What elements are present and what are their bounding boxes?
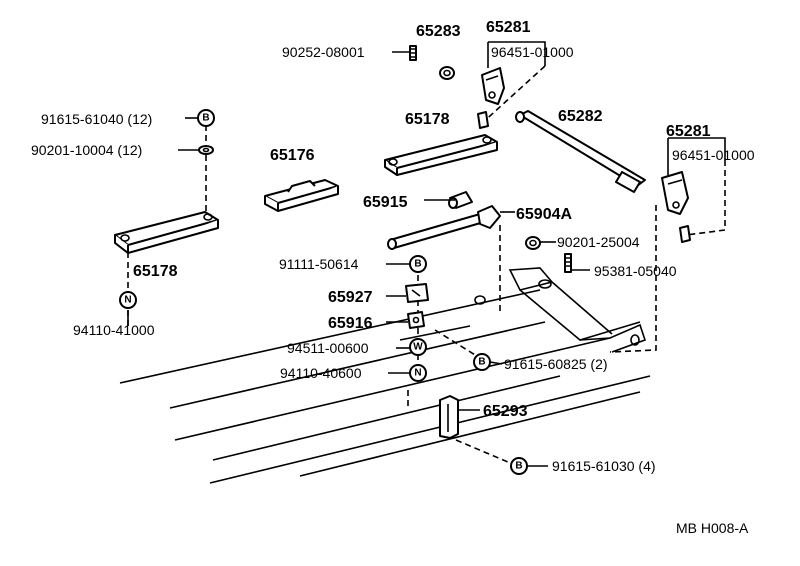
label-90252-08001: 90252-08001 bbox=[282, 44, 365, 60]
label-65904a: 65904A bbox=[516, 206, 572, 223]
label-65915: 65915 bbox=[363, 194, 408, 211]
label-91615-61030: 91615-61030 (4) bbox=[552, 458, 656, 474]
label-90201-10004: 90201-10004 (12) bbox=[31, 142, 142, 158]
label-65281-right: 65281 bbox=[666, 123, 711, 140]
washer-90201-10004 bbox=[198, 145, 214, 155]
label-96451-01000-upper: 96451-01000 bbox=[491, 44, 574, 60]
part-labels: 65283 65281 90252-08001 96451-01000 9161… bbox=[31, 19, 755, 536]
washer-65283 bbox=[439, 66, 455, 80]
nut-symbol-94110-41000: N bbox=[119, 291, 137, 309]
label-94511-00600: 94511-00600 bbox=[287, 340, 369, 356]
label-90201-25004: 90201-25004 bbox=[557, 234, 640, 250]
latch-65281-upper bbox=[481, 67, 505, 105]
bolt-symbol-91111: B bbox=[409, 255, 427, 273]
bracket-65178-center bbox=[384, 134, 498, 176]
leader-lines bbox=[127, 41, 726, 467]
clip-96451-right bbox=[679, 225, 691, 243]
label-91615-60825: 91615-60825 (2) bbox=[504, 356, 608, 372]
bolt-symbol-91615-61030: B bbox=[510, 457, 528, 475]
label-65283: 65283 bbox=[416, 23, 461, 40]
stopper-65916 bbox=[407, 311, 425, 329]
svg-text:W: W bbox=[413, 342, 423, 353]
pin-95381 bbox=[564, 253, 572, 273]
bracket-65293 bbox=[439, 395, 459, 439]
label-65916: 65916 bbox=[328, 315, 373, 332]
bolt-symbol-91615-61040: B bbox=[197, 109, 215, 127]
label-94110-41000: 94110-41000 bbox=[73, 322, 155, 338]
clip-96451-upper bbox=[477, 111, 489, 129]
label-65178-left: 65178 bbox=[133, 263, 178, 280]
label-65178-center: 65178 bbox=[405, 111, 450, 128]
label-65927: 65927 bbox=[328, 289, 373, 306]
label-65176: 65176 bbox=[270, 147, 315, 164]
label-91615-61040: 91615-61040 (12) bbox=[41, 111, 152, 127]
svg-text:N: N bbox=[124, 295, 131, 306]
svg-text:B: B bbox=[478, 357, 485, 368]
diagram-code: MB H008-A bbox=[676, 520, 749, 536]
label-96451-01000-right: 96451-01000 bbox=[672, 147, 755, 163]
svg-text:N: N bbox=[414, 368, 421, 379]
bolt-symbol-91615-60825: B bbox=[473, 353, 491, 371]
label-65281-upper: 65281 bbox=[486, 19, 531, 36]
svg-text:B: B bbox=[414, 259, 421, 270]
label-94110-40600: 94110-40600 bbox=[280, 365, 362, 381]
handle-65904a bbox=[387, 205, 501, 250]
label-65282: 65282 bbox=[558, 108, 603, 125]
washer-symbol-94511: W bbox=[409, 338, 427, 356]
label-91111-50614: 91111-50614 bbox=[279, 256, 359, 272]
bed-frame bbox=[119, 267, 651, 484]
block-65176 bbox=[264, 179, 339, 212]
svg-text:B: B bbox=[202, 113, 209, 124]
bracket-65178-left bbox=[114, 211, 219, 254]
svg-text:B: B bbox=[515, 461, 522, 472]
washer-90201-25004 bbox=[525, 236, 541, 250]
label-65293: 65293 bbox=[483, 403, 528, 420]
rod-65282 bbox=[515, 110, 646, 193]
pin-90252 bbox=[409, 45, 417, 61]
nut-symbol-94110-40600: N bbox=[409, 364, 427, 382]
label-95381-05040: 95381-05040 bbox=[594, 263, 677, 279]
bushing-65927 bbox=[405, 283, 429, 303]
latch-65281-right bbox=[661, 171, 689, 215]
